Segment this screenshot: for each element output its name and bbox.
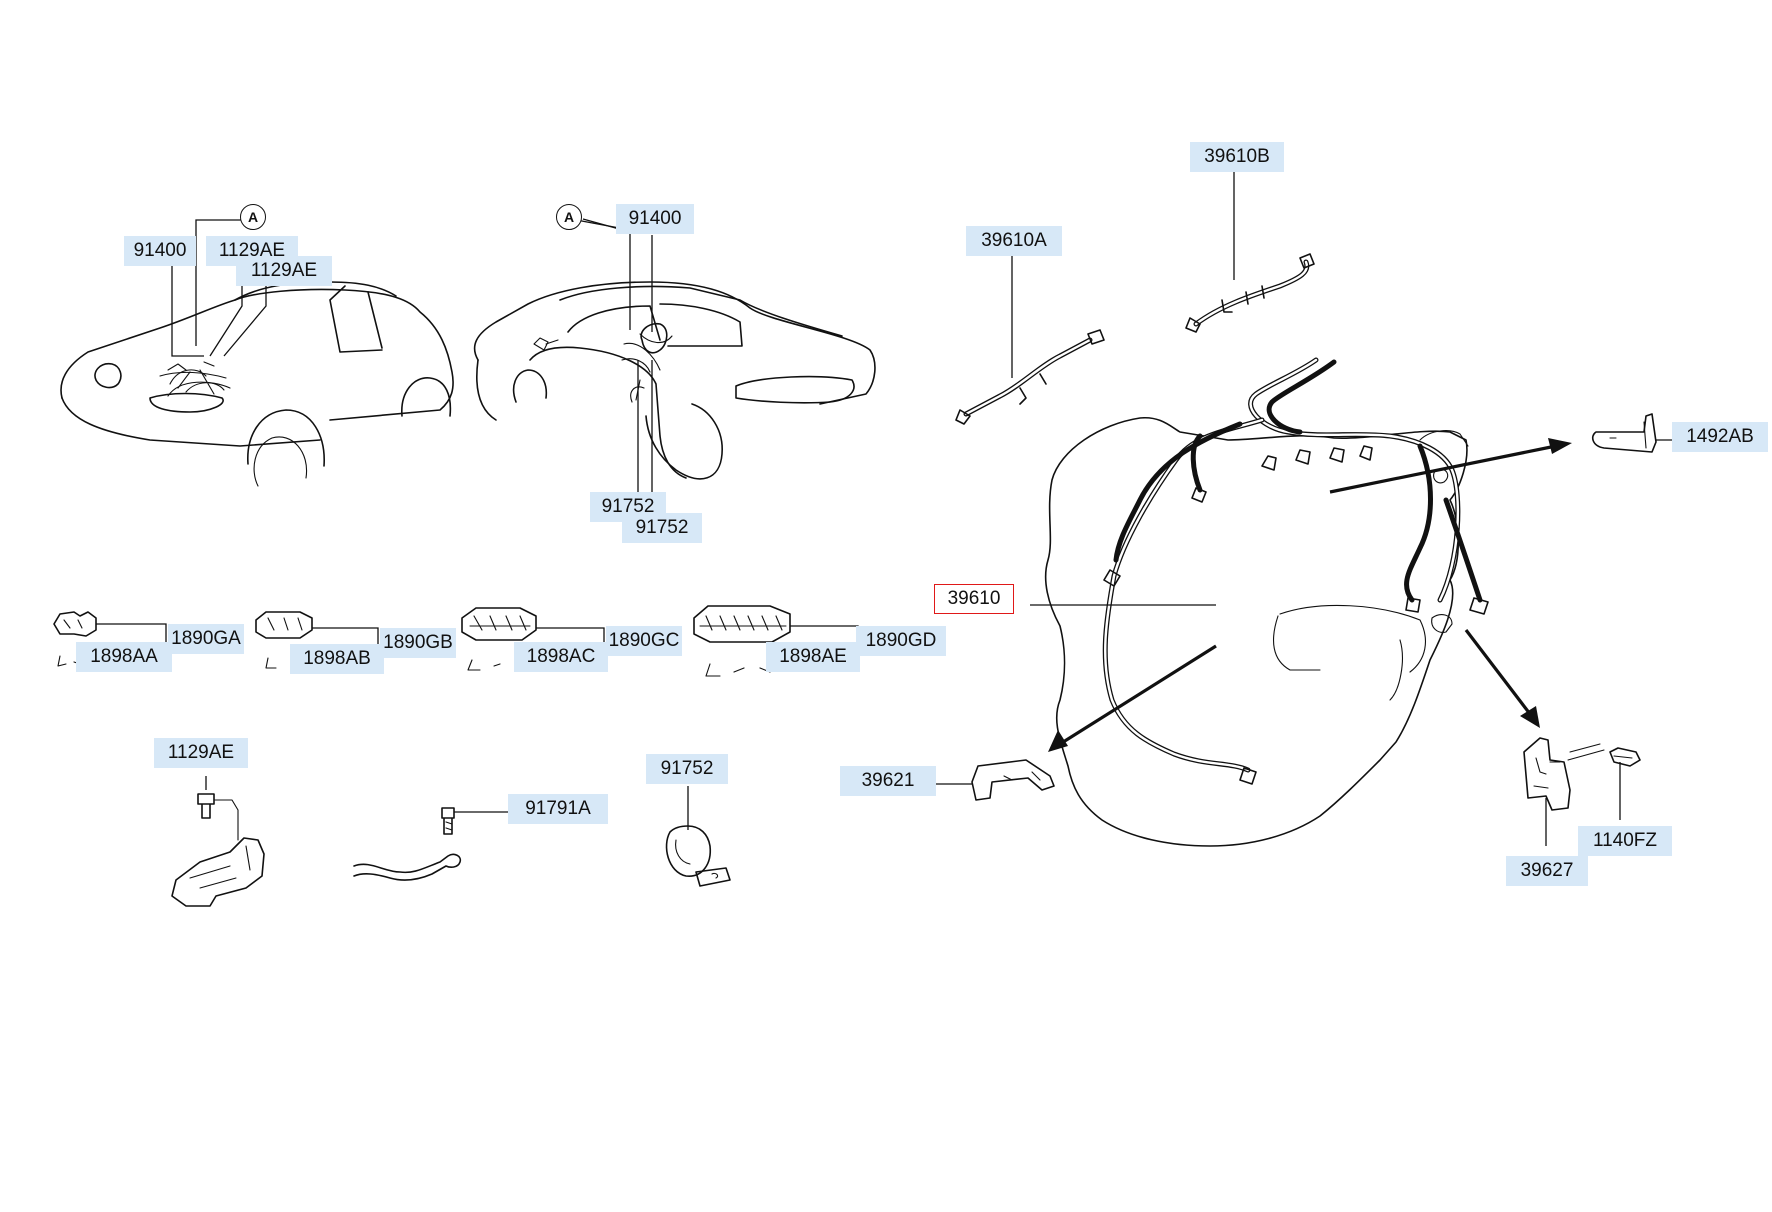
part-label-39610a[interactable]: 39610A	[966, 226, 1062, 256]
bracket-39627-and-bolt-1140fz	[1523, 737, 1641, 846]
sub-harness-39610b	[1185, 172, 1315, 333]
bolt-1129ae-assembly	[171, 776, 265, 907]
callout-a-rear[interactable]: A	[556, 204, 582, 230]
part-label-1890gc[interactable]: 1890GC	[606, 626, 682, 656]
part-label-1129ae-bolt[interactable]: 1129AE	[154, 738, 248, 768]
part-label-1890gb[interactable]: 1890GB	[380, 628, 456, 658]
engine-main-harness	[1030, 357, 1489, 847]
sub-harness-39610a	[955, 258, 1105, 425]
rear-car-illustration	[473, 281, 876, 480]
part-label-1492ab[interactable]: 1492AB	[1672, 422, 1768, 452]
part-label-39610b[interactable]: 39610B	[1190, 142, 1284, 172]
part-label-39610-selected[interactable]: 39610	[934, 584, 1014, 614]
part-label-1898ac[interactable]: 1898AC	[514, 642, 608, 672]
part-label-39621[interactable]: 39621	[840, 766, 936, 796]
part-label-1890gd[interactable]: 1890GD	[856, 626, 946, 656]
part-label-1129ae-front-2[interactable]: 1129AE	[236, 256, 332, 286]
part-label-39627[interactable]: 39627	[1506, 856, 1588, 886]
part-label-1898ae[interactable]: 1898AE	[766, 642, 860, 672]
part-label-1890ga[interactable]: 1890GA	[168, 624, 244, 654]
part-label-91400-rear[interactable]: 91400	[616, 204, 694, 234]
clip-91752	[665, 786, 731, 887]
part-label-91752-clip[interactable]: 91752	[646, 754, 728, 784]
part-label-1898ab[interactable]: 1898AB	[290, 644, 384, 674]
part-label-1140fz[interactable]: 1140FZ	[1578, 826, 1672, 856]
part-label-1129ae-front-1[interactable]: 1129AE	[206, 236, 298, 266]
arrows	[1048, 438, 1572, 752]
bolt-91791a-strap	[353, 807, 514, 881]
front-car-illustration	[60, 281, 454, 487]
part-label-91791a[interactable]: 91791A	[508, 794, 608, 824]
callout-a-front[interactable]: A	[240, 204, 266, 230]
part-label-91400-front[interactable]: 91400	[124, 236, 196, 266]
part-label-1898aa[interactable]: 1898AA	[76, 642, 172, 672]
part-label-91752-rear-2[interactable]: 91752	[622, 513, 702, 543]
bracket-39621	[936, 759, 1055, 801]
